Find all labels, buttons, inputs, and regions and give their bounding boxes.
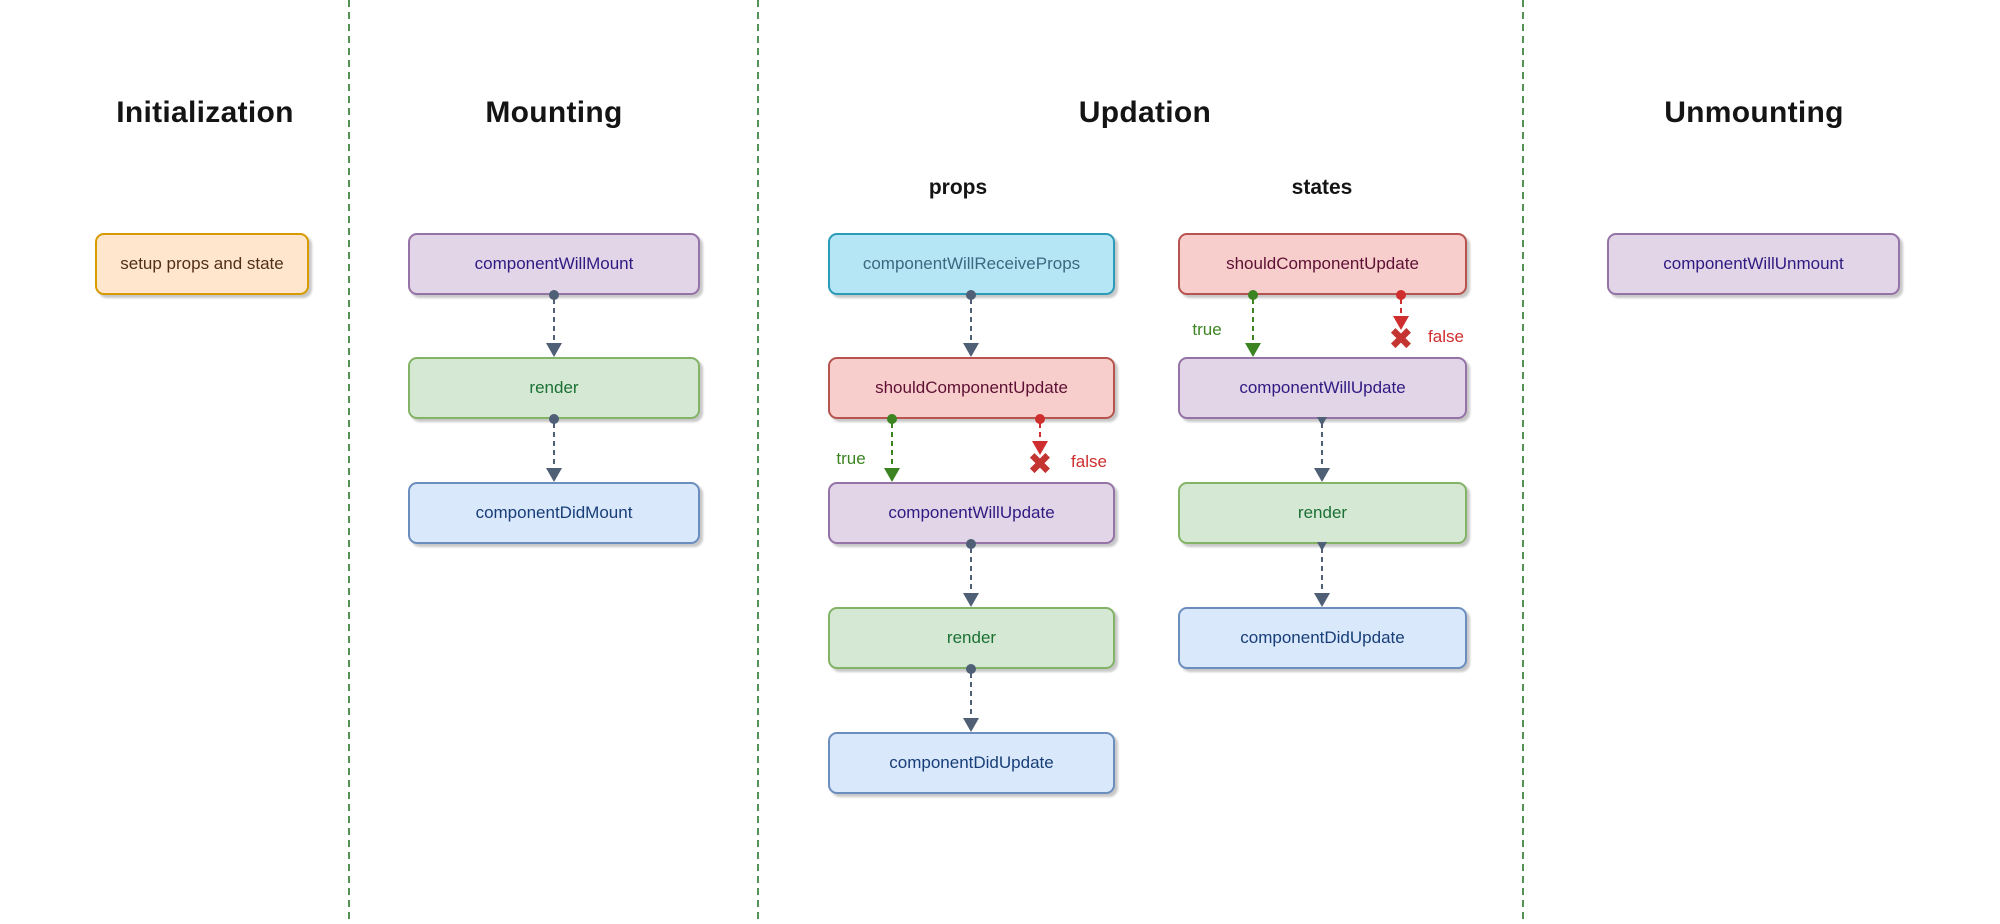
node-props-componentwillupdate: componentWillUpdate <box>828 482 1115 544</box>
node-props-componentdidupdate: componentDidUpdate <box>828 732 1115 794</box>
source-dot <box>966 664 976 674</box>
dashed-line <box>970 299 972 344</box>
section-title-updation: Updation <box>1078 96 1212 129</box>
dashed-line <box>1252 299 1254 344</box>
connector-props-willupdate-to-render <box>963 539 979 607</box>
node-setup-props-and-state: setup props and state <box>95 233 309 295</box>
node-props-render: render <box>828 607 1115 669</box>
dashed-line <box>891 423 893 469</box>
arrowhead-icon <box>1032 441 1048 455</box>
source-dot <box>1248 290 1258 300</box>
connector-willmount-to-render <box>546 290 562 357</box>
arrowhead-icon <box>1314 468 1330 482</box>
arrowhead-icon <box>963 593 979 607</box>
section-title-initialization: Initialization <box>116 96 294 129</box>
source-dot <box>887 414 897 424</box>
node-componentwillunmount: componentWillUnmount <box>1607 233 1900 295</box>
dashed-line <box>970 673 972 719</box>
arrowhead-icon <box>1245 343 1261 357</box>
connector-props-true-branch <box>884 414 900 482</box>
source-arrow <box>1317 542 1327 551</box>
arrowhead-icon <box>963 343 979 357</box>
arrowhead-icon <box>546 468 562 482</box>
node-props-shouldcomponentupdate: shouldComponentUpdate <box>828 357 1115 419</box>
node-states-render: render <box>1178 482 1467 544</box>
dashed-line <box>1039 423 1041 442</box>
node-states-componentdidupdate: componentDidUpdate <box>1178 607 1467 669</box>
arrowhead-icon <box>1314 593 1330 607</box>
source-dot <box>966 290 976 300</box>
dashed-line <box>1321 548 1323 594</box>
connector-props-render-to-didupdate <box>963 664 979 732</box>
dashed-line <box>1321 423 1323 469</box>
section-divider <box>1522 0 1524 924</box>
source-dot <box>966 539 976 549</box>
dashed-line <box>970 548 972 594</box>
arrowhead-icon <box>546 343 562 357</box>
section-title-mounting: Mounting <box>485 96 623 129</box>
arrowhead-icon <box>884 468 900 482</box>
dashed-line <box>553 423 555 469</box>
source-dot <box>1035 414 1045 424</box>
updation-subcolumn-props-title: props <box>928 176 988 199</box>
arrowhead-icon <box>963 718 979 732</box>
connector-states-true-branch <box>1245 290 1261 357</box>
branch-label-false: false <box>1428 327 1464 346</box>
connector-states-render-to-didupdate <box>1314 542 1330 607</box>
dashed-line <box>1400 299 1402 317</box>
node-states-componentwillupdate: componentWillUpdate <box>1178 357 1467 419</box>
node-componentwillmount: componentWillMount <box>408 233 700 295</box>
branch-label-false: false <box>1071 452 1107 471</box>
branch-label-true: true <box>1192 320 1222 339</box>
false-cross-icon: ✖ <box>1388 322 1414 357</box>
connector-willreceiveprops-to-shouldupdate <box>963 290 979 357</box>
connector-props-false-branch <box>1032 414 1048 455</box>
node-mounting-render: render <box>408 357 700 419</box>
node-componentdidmount: componentDidMount <box>408 482 700 544</box>
source-dot <box>1396 290 1406 300</box>
section-title-unmounting: Unmounting <box>1664 96 1844 129</box>
section-divider <box>348 0 350 924</box>
connector-render-to-didmount <box>546 414 562 482</box>
arrowhead-icon <box>1393 316 1409 330</box>
section-divider <box>757 0 759 924</box>
branch-label-true: true <box>836 449 866 468</box>
updation-subcolumn-states-title: states <box>1291 176 1353 199</box>
source-dot <box>549 290 559 300</box>
node-states-shouldcomponentupdate: shouldComponentUpdate <box>1178 233 1467 295</box>
node-componentwillreceiveprops: componentWillReceiveProps <box>828 233 1115 295</box>
dashed-line <box>553 299 555 344</box>
false-cross-icon: ✖ <box>1027 447 1053 482</box>
source-arrow <box>1317 417 1327 426</box>
connector-states-false-branch <box>1393 290 1409 330</box>
source-dot <box>549 414 559 424</box>
connector-states-willupdate-to-render <box>1314 417 1330 482</box>
